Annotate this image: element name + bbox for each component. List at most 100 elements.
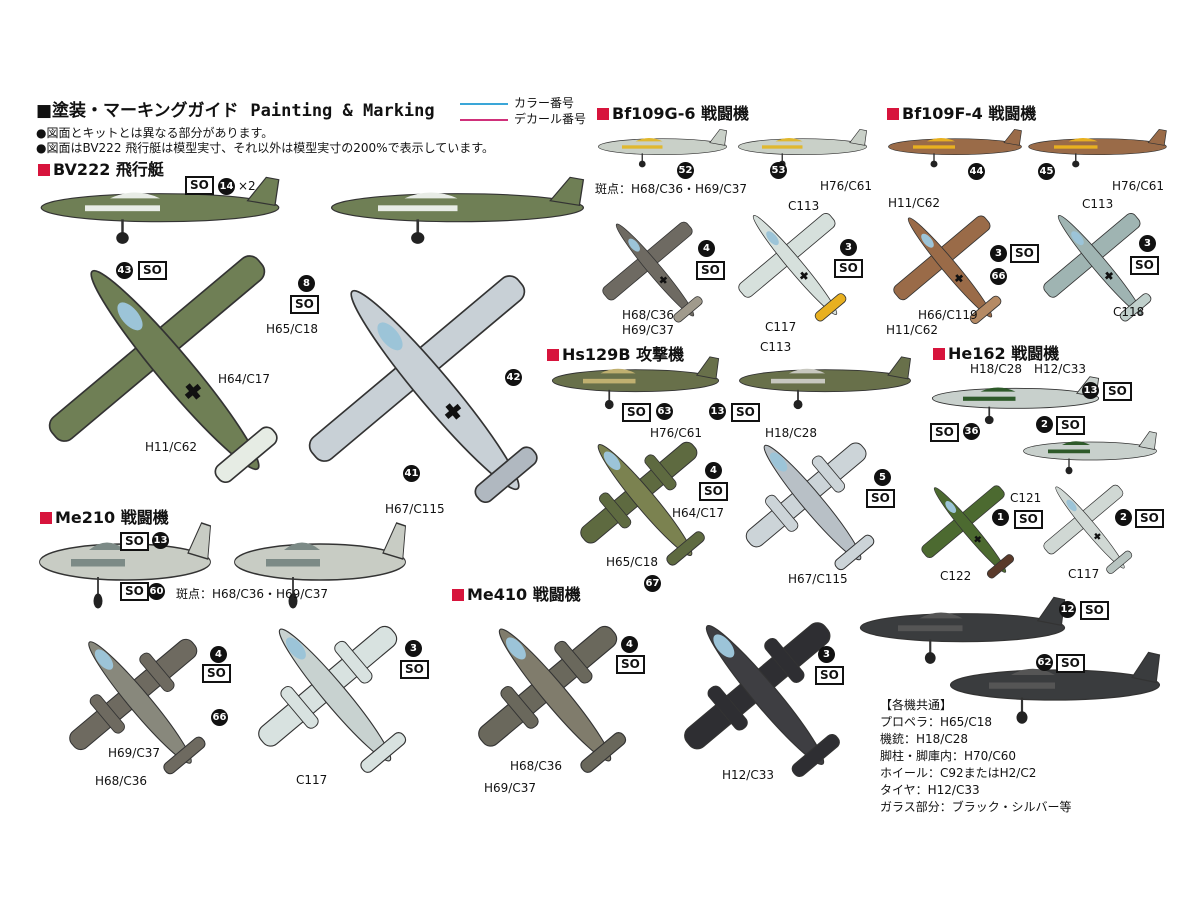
color-callout: C117 — [765, 320, 797, 334]
decal-number: 4 — [621, 636, 638, 653]
decal-number: 14 — [218, 178, 235, 195]
quantity: ×2 — [238, 179, 256, 193]
decal-tag: SO — [815, 666, 844, 685]
common-notes: 【各機共通】 プロペラ：H65/C18 機銃：H18/C28 脚柱・脚庫内：H7… — [880, 697, 1072, 816]
hs129b-side-left-drawing — [548, 355, 723, 414]
decal-tag: SO — [930, 423, 959, 442]
decal-tag: SO — [120, 582, 149, 601]
decal-tag: SO — [1010, 244, 1039, 263]
decal-tag: SO — [1135, 509, 1164, 528]
decal-tag: SO — [138, 261, 167, 280]
common-item: ガラス部分：ブラック・シルバー等 — [880, 800, 1072, 814]
note: ●図面とキットとは異なる部分があります。 — [36, 126, 274, 140]
decal-number: 3 — [990, 245, 1007, 262]
decal-number: 4 — [210, 646, 227, 663]
decal-number: 52 — [677, 162, 694, 179]
legend-decal-number: デカール番号 — [460, 110, 586, 127]
decal-number: 41 — [403, 465, 420, 482]
decal-number: 2 — [1036, 416, 1053, 433]
color-callout: H65/C18 — [266, 322, 318, 336]
bv222-side-right-drawing — [325, 175, 590, 249]
color-callout: C117 — [1068, 567, 1100, 581]
decal-number: 5 — [874, 469, 891, 486]
decal-number: 3 — [405, 640, 422, 657]
decal-number: 8 — [298, 275, 315, 292]
section-title-bv222: BV222 飛行艇 — [38, 156, 164, 180]
color-callout: H11/C62 — [886, 323, 938, 337]
section-title-me410: Me410 戦闘機 — [452, 581, 581, 605]
color-callout: H68/C36 — [95, 774, 147, 788]
section-title-bf109f4: Bf109F-4 戦闘機 — [887, 100, 1036, 124]
color-callout: 斑点：H68/C36・H69/C37 — [595, 182, 747, 196]
color-callout: H65/C18 — [606, 555, 658, 569]
bf109g6-top-drawing — [590, 200, 720, 344]
color-callout: C113 — [788, 199, 820, 213]
decal-number: 62 — [1036, 654, 1053, 671]
hs129b-bottom-drawing — [720, 420, 905, 589]
decal-tag: SO — [731, 403, 760, 422]
me410-side-left-drawing — [855, 595, 1070, 669]
decal-tag: SO — [696, 261, 725, 280]
bf109f4-side-right-drawing — [1025, 128, 1170, 172]
color-callout: H18/C28 — [970, 362, 1022, 376]
page-title: ■塗装・マーキングガイド Painting & Marking — [36, 101, 435, 121]
decal-tag: SO — [185, 176, 214, 195]
decal-tag: SO — [1056, 654, 1085, 673]
color-callout: H68/C36 — [622, 308, 674, 322]
decal-number: 36 — [963, 423, 980, 440]
decal-number: 4 — [705, 462, 722, 479]
common-title: 【各機共通】 — [880, 698, 953, 712]
decal-number: 45 — [1038, 163, 1055, 180]
color-callout: 斑点：H68/C36・H69/C37 — [176, 587, 328, 601]
he162-top-drawing — [910, 470, 1030, 594]
hs129b-top-drawing — [555, 420, 735, 584]
he162-bottom-drawing — [1030, 470, 1150, 589]
color-callout: H11/C62 — [145, 440, 197, 454]
me210-bottom-drawing — [230, 600, 440, 794]
decal-number: 3 — [1139, 235, 1156, 252]
decal-number: 44 — [968, 163, 985, 180]
decal-number: 60 — [148, 583, 165, 600]
legend-color-number: カラー番号 — [460, 94, 574, 111]
bv222-bottom-drawing — [290, 250, 580, 534]
color-callout: H76/C61 — [820, 179, 872, 193]
decal-line-icon — [460, 118, 508, 121]
section-title-he162: He162 戦闘機 — [933, 340, 1059, 364]
bf109f4-top-drawing — [880, 195, 1020, 344]
me210-top-drawing — [35, 615, 245, 794]
decal-tag: SO — [202, 664, 231, 683]
decal-number: 66 — [211, 709, 228, 726]
bv222-top-drawing — [30, 230, 320, 514]
decal-number: 42 — [505, 369, 522, 386]
color-callout: H76/C61 — [650, 426, 702, 440]
color-callout: H66/C119 — [918, 308, 978, 322]
color-callout: H18/C28 — [765, 426, 817, 440]
bf109g6-bottom-drawing — [725, 190, 865, 344]
decal-tag: SO — [120, 532, 149, 551]
me410-bottom-drawing — [650, 595, 880, 799]
color-callout: H69/C37 — [108, 746, 160, 760]
decal-number: 13 — [1082, 382, 1099, 399]
decal-tag: SO — [400, 660, 429, 679]
color-callout: C118 — [1113, 305, 1145, 319]
decal-number: 67 — [644, 575, 661, 592]
color-callout: H12/C33 — [1034, 362, 1086, 376]
decal-number: 13 — [709, 403, 726, 420]
decal-number: 4 — [698, 240, 715, 257]
common-item: ホイール：C92またはH2/C2 — [880, 766, 1037, 780]
decal-tag: SO — [1014, 510, 1043, 529]
section-title-me210: Me210 戦闘機 — [40, 504, 169, 528]
me210-side-right-drawing — [230, 520, 410, 614]
color-callout: H64/C17 — [672, 506, 724, 520]
color-callout: C121 — [1010, 491, 1042, 505]
note: ●図面はBV222 飛行艇は模型実寸、それ以外は模型実寸の200%で表示していま… — [36, 141, 495, 155]
decal-tag: SO — [834, 259, 863, 278]
color-callout: C122 — [940, 569, 972, 583]
decal-tag: SO — [1080, 601, 1109, 620]
color-callout: H69/C37 — [484, 781, 536, 795]
decal-number: 1 — [992, 509, 1009, 526]
color-callout: C117 — [296, 773, 328, 787]
decal-tag: SO — [1056, 416, 1085, 435]
color-callout: H69/C37 — [622, 323, 674, 337]
common-item: タイヤ：H12/C33 — [880, 783, 980, 797]
